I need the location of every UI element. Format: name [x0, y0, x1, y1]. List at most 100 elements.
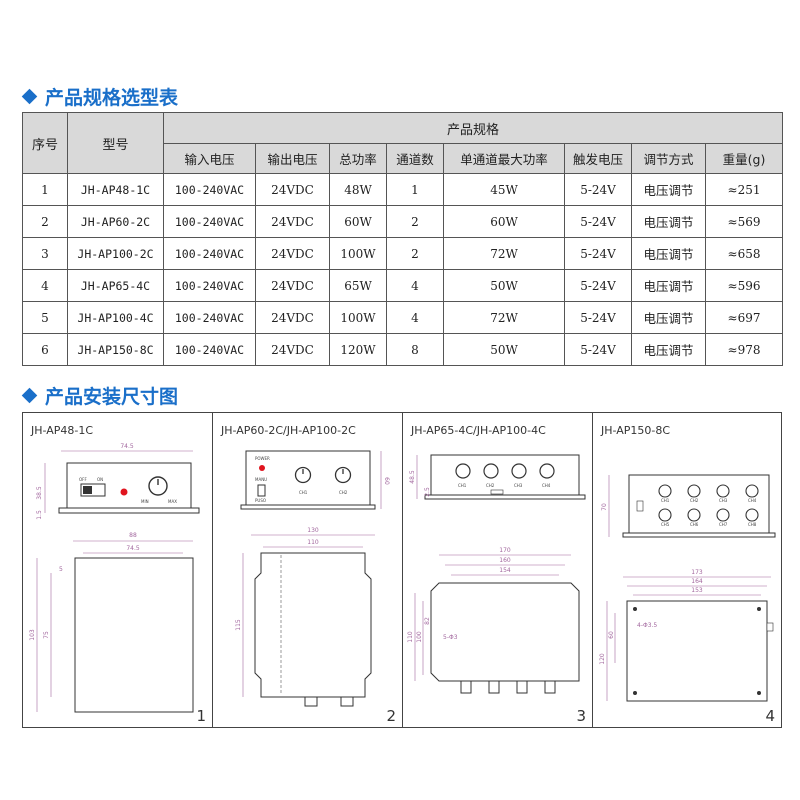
label-ch2: CH2 — [339, 490, 348, 495]
cell-weight: ≈697 — [704, 301, 784, 334]
cell-output-voltage: 24VDC — [255, 205, 330, 238]
top-view-body — [74, 557, 194, 713]
dim-top-outer: 130 — [307, 527, 319, 534]
header-model: 型号 — [67, 112, 164, 174]
cell-weight: ≈596 — [704, 269, 784, 302]
cell-channels: 1 — [386, 173, 444, 206]
label-ch1: CH1 — [299, 490, 308, 495]
panel-title: JH-AP65-4C/JH-AP100-4C — [411, 424, 546, 437]
cell-input-voltage: 100-240VAC — [163, 237, 256, 270]
dim-hole: 5-Φ3 — [443, 634, 458, 641]
cell-output-voltage: 24VDC — [255, 237, 330, 270]
dim-top-w2: 160 — [499, 557, 511, 564]
spec-section-title-text: 产品规格选型表 — [45, 86, 179, 109]
knob-ch6-icon — [687, 508, 701, 522]
panel-number: 1 — [196, 707, 206, 725]
cell-trigger-voltage: 5-24V — [564, 205, 632, 238]
cell-total-power: 65W — [329, 269, 387, 302]
knob-ch8-icon — [745, 508, 759, 522]
panel-title: JH-AP60-2C/JH-AP100-2C — [221, 424, 356, 437]
dimension-drawings: JH-AP48-1C 74.5 38.5 1.5 OFF ON MIN MAX … — [22, 412, 782, 728]
front-view-base — [622, 532, 776, 538]
label-ch2: CH2 — [690, 498, 699, 503]
front-view-body — [430, 454, 580, 496]
cell-channels: 2 — [386, 205, 444, 238]
drawing-ap65-4c: 48.5 2.5 CH1 CH2 CH3 CH4 170 160 154 110 — [407, 454, 586, 694]
knob-icon — [148, 476, 168, 496]
mode-switch-icon — [257, 484, 266, 497]
label-ch5: CH5 — [661, 522, 670, 527]
dim-top-inner: 110 — [307, 539, 319, 546]
top-view-body — [254, 552, 372, 698]
label-ch7: CH7 — [719, 522, 728, 527]
front-view-body — [628, 474, 770, 534]
cell-total-power: 100W — [329, 301, 387, 334]
header-spec-group: 产品规格 — [162, 112, 784, 144]
dim-top-w3: 153 — [691, 587, 703, 594]
power-led-icon — [120, 488, 128, 496]
dimension-section-title: 产品安装尺寸图 — [21, 381, 179, 409]
cell-channels: 4 — [386, 269, 444, 302]
header-index: 序号 — [22, 112, 68, 174]
subheader-trigger-voltage: 触发电压 — [564, 143, 632, 174]
cell-model: JH-AP65-4C — [67, 269, 164, 302]
label-off: OFF — [79, 477, 87, 482]
dim-top-inner: 74.5 — [126, 545, 140, 552]
drawing-ap48-1c: 74.5 38.5 1.5 OFF ON MIN MAX 88 74.5 103… — [29, 443, 200, 713]
subheader-weight: 重量(g) — [704, 143, 784, 174]
cell-total-power: 60W — [329, 205, 387, 238]
knob-ch4-icon — [745, 484, 759, 498]
top-view-body — [430, 582, 580, 682]
subheader-input-voltage: 输入电压 — [163, 143, 256, 174]
cell-model: JH-AP48-1C — [67, 173, 164, 206]
dim-top-depth: 115 — [235, 619, 242, 631]
dimension-section-title-text: 产品安装尺寸图 — [45, 385, 179, 408]
cell-weight: ≈978 — [704, 333, 784, 366]
knob-ch1-icon — [294, 466, 312, 484]
drawing-panel-3: JH-AP65-4C/JH-AP100-4C 48.5 2.5 CH1 CH2 … — [403, 413, 593, 727]
label-ch2: CH2 — [486, 483, 495, 488]
dim-top-w1: 173 — [691, 569, 703, 576]
panel-number: 3 — [576, 707, 586, 725]
cell-adjust-mode: 电压调节 — [631, 269, 706, 302]
drawing-ap60-2c: 60 POWER MANU PUSO CH1 CH2 130 110 115 — [235, 450, 390, 707]
cell-adjust-mode: 电压调节 — [631, 237, 706, 270]
panel-title: JH-AP150-8C — [601, 424, 671, 437]
cell-index: 1 — [22, 173, 68, 206]
cell-adjust-mode: 电压调节 — [631, 333, 706, 366]
dim-top-w3: 154 — [499, 567, 511, 574]
drawing-panel-2: JH-AP60-2C/JH-AP100-2C 60 POWER MANU PUS… — [213, 413, 403, 727]
cell-input-voltage: 100-240VAC — [163, 269, 256, 302]
cell-input-voltage: 100-240VAC — [163, 205, 256, 238]
dim-hole: 4-Φ3.5 — [637, 622, 657, 629]
top-view-body — [626, 600, 768, 702]
subheader-total-power: 总功率 — [329, 143, 387, 174]
cell-model: JH-AP60-2C — [67, 205, 164, 238]
cell-index: 6 — [22, 333, 68, 366]
knob-ch4-icon — [539, 463, 555, 479]
cell-input-voltage: 100-240VAC — [163, 301, 256, 334]
label-ch8: CH8 — [748, 522, 757, 527]
label-ch4: CH4 — [748, 498, 757, 503]
cell-output-voltage: 24VDC — [255, 173, 330, 206]
cell-model: JH-AP100-2C — [67, 237, 164, 270]
cell-adjust-mode: 电压调节 — [631, 205, 706, 238]
cell-model: JH-AP100-4C — [67, 301, 164, 334]
cell-output-voltage: 24VDC — [255, 301, 330, 334]
spec-table: 序号 型号 产品规格 输入电压 输出电压 总功率 通道数 单通道最大功率 触发电… — [22, 112, 784, 366]
label-puso: PUSO — [255, 498, 266, 503]
diamond-bullet-icon — [21, 387, 38, 403]
cell-max-channel-power: 72W — [443, 301, 565, 334]
cell-trigger-voltage: 5-24V — [564, 173, 632, 206]
cell-index: 5 — [22, 301, 68, 334]
cell-channels: 4 — [386, 301, 444, 334]
subheader-adjust-mode: 调节方式 — [631, 143, 706, 174]
dim-front-height: 38.5 — [36, 486, 43, 500]
cell-trigger-voltage: 5-24V — [564, 301, 632, 334]
dim-top-w1: 170 — [499, 547, 511, 554]
